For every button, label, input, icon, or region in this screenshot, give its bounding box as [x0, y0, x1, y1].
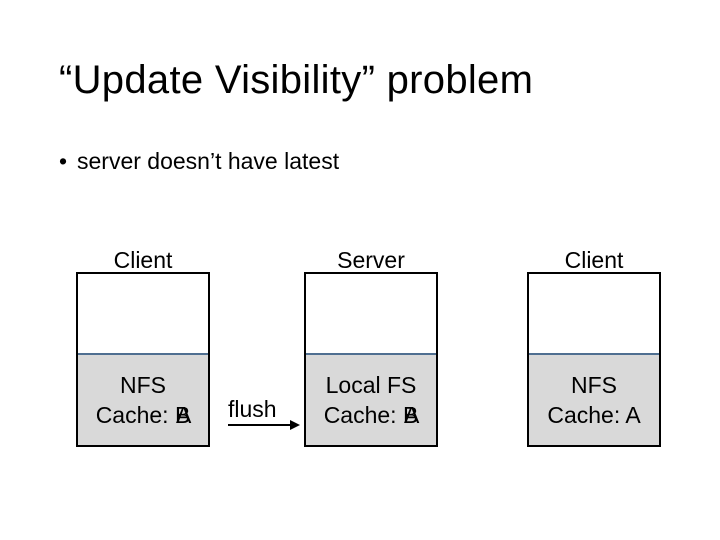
server-cache: Local FS Cache: B A	[306, 353, 436, 445]
client-left-cache-overstrike: A	[175, 402, 192, 428]
client-right-cache-type: NFS	[571, 372, 617, 398]
bullet-text: server doesn’t have latest	[77, 148, 340, 174]
bullet-dot: •	[59, 148, 68, 174]
client-right-cache: NFS Cache: A	[529, 353, 659, 445]
server-cache-overstrike: A	[403, 402, 420, 428]
client-right-box: NFS Cache: A	[527, 272, 661, 447]
client-right-label: Client	[564, 247, 624, 273]
server-label: Server	[337, 247, 405, 273]
client-left-box: NFS Cache: B A	[76, 272, 210, 447]
server-box: Local FS Cache: B A	[304, 272, 438, 447]
server-cache-value: Cache: B A	[323, 402, 420, 428]
client-left-label: Client	[113, 247, 173, 273]
flush-label: flush	[228, 396, 277, 422]
slide-title: “Update Visibility” problem	[59, 58, 534, 102]
server-upper	[306, 274, 436, 353]
client-left-upper	[78, 274, 208, 353]
server-cache-type: Local FS	[325, 372, 417, 398]
client-right-upper	[529, 274, 659, 353]
flush-arrow	[228, 420, 300, 430]
bullet-item: • server doesn’t have latest	[59, 146, 339, 176]
client-left-cache: NFS Cache: B A	[78, 353, 208, 445]
client-left-cache-type: NFS	[120, 372, 166, 398]
client-right-cache-value: Cache: A	[547, 402, 641, 428]
client-left-cache-value: Cache: B A	[95, 402, 192, 428]
